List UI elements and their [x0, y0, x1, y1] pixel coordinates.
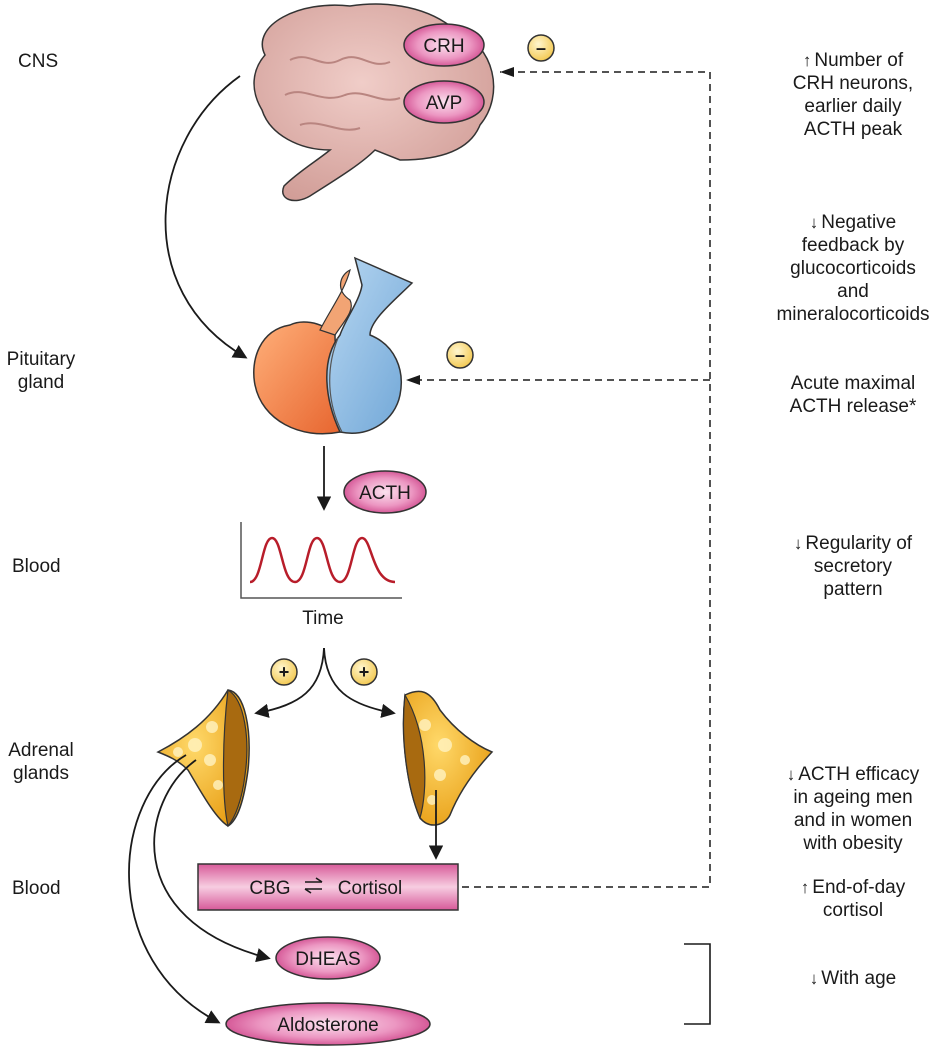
note-regularity: ↓Regularity of secretory pattern	[758, 532, 944, 601]
note-line: Negative	[821, 212, 897, 233]
feedback-arrow-to-cns	[500, 67, 514, 77]
label-cns: CNS	[18, 51, 59, 72]
acth-pulse-curve	[249, 536, 396, 584]
svg-text:+: +	[279, 662, 290, 682]
note-line: CRH neurons,	[792, 73, 914, 94]
adrenal-to-dheas-arrow	[153, 759, 271, 963]
stimulation-sign-right: +	[350, 658, 378, 686]
note-line: End-of-day	[812, 877, 906, 898]
acth-pulse-plot: Time	[240, 522, 402, 629]
note-line: Regularity of	[805, 533, 913, 554]
note-line: cortisol	[822, 900, 884, 921]
note-with-age: ↓With age	[758, 967, 944, 990]
label-blood-1: Blood	[12, 556, 61, 577]
acth-to-left-adrenal-arrow	[254, 647, 325, 718]
adrenal-to-aldosterone-arrow	[128, 754, 221, 1024]
binding-equilibrium-icon	[304, 877, 323, 894]
avp-label: AVP	[426, 93, 463, 114]
note-line: pattern	[823, 579, 883, 600]
note-line: ACTH efficacy	[798, 764, 920, 785]
down-arrow-icon: ↓	[793, 534, 803, 553]
note-line: Acute maximal	[790, 373, 916, 394]
down-arrow-icon: ↓	[809, 213, 819, 232]
note-line: Number of	[814, 50, 904, 71]
dheas-pill: DHEAS	[275, 936, 381, 980]
svg-text:–: –	[455, 345, 465, 365]
up-arrow-icon: ↑	[800, 878, 810, 897]
note-end-of-day-cortisol: ↑End-of-day cortisol	[758, 876, 944, 922]
note-line: in ageing men	[793, 787, 913, 808]
note-line: With age	[821, 968, 897, 989]
note-line: glucocorticoids	[790, 258, 916, 279]
negative-feedback-sign-pituitary: –	[446, 341, 474, 369]
dheas-label: DHEAS	[295, 949, 360, 970]
right-adrenal-illustration	[402, 690, 494, 826]
pituitary-illustration	[253, 256, 414, 435]
acth-pill: ACTH	[343, 470, 427, 514]
note-line: earlier daily	[804, 96, 902, 117]
label-adrenal-line2: glands	[13, 763, 69, 784]
note-line: ACTH peak	[803, 119, 903, 140]
acth-label: ACTH	[359, 483, 411, 504]
note-line: feedback by	[801, 235, 905, 256]
note-line: with obesity	[803, 833, 903, 854]
down-arrow-icon: ↓	[786, 765, 796, 784]
cbg-cortisol-box: CBG Cortisol	[197, 863, 459, 911]
up-arrow-icon: ↑	[802, 51, 812, 70]
cortisol-feedback-loop	[462, 71, 711, 888]
cns-to-pituitary-arrow	[164, 75, 248, 359]
svg-text:+: +	[359, 662, 370, 682]
time-label: Time	[302, 608, 344, 629]
label-adrenal-glands: Adrenal glands	[0, 739, 82, 785]
aldosterone-pill: Aldosterone	[225, 1002, 431, 1046]
note-acth-efficacy: ↓ACTH efficacy in ageing men and in wome…	[758, 763, 944, 855]
age-bracket	[684, 943, 711, 1025]
avp-pill: AVP	[403, 80, 485, 124]
cortisol-label: Cortisol	[338, 878, 402, 899]
crh-pill: CRH	[403, 23, 485, 67]
note-line: and in women	[793, 810, 913, 831]
negative-feedback-sign-cns: –	[527, 34, 555, 62]
left-adrenal-illustration	[156, 689, 250, 828]
label-blood-2: Blood	[12, 878, 61, 899]
label-pituitary-line1: Pituitary	[6, 349, 76, 370]
label-adrenal-line1: Adrenal	[8, 740, 74, 761]
note-line: secretory	[813, 556, 893, 577]
note-line: and	[837, 281, 869, 302]
acth-to-right-adrenal-arrow	[323, 647, 396, 718]
label-pituitary-gland: Pituitary gland	[0, 348, 82, 394]
svg-text:–: –	[536, 38, 546, 58]
note-negative-feedback: ↓Negative feedback by glucocorticoids an…	[760, 211, 944, 326]
stimulation-sign-left: +	[270, 658, 298, 686]
crh-label: CRH	[423, 36, 464, 57]
down-arrow-icon: ↓	[809, 969, 819, 988]
note-crh-neurons: ↑Number of CRH neurons, earlier daily AC…	[758, 49, 944, 141]
feedback-arrow-to-pituitary	[406, 375, 420, 385]
label-pituitary-line2: gland	[17, 372, 65, 393]
aldosterone-label: Aldosterone	[277, 1015, 378, 1036]
note-line: mineralocorticoids	[776, 304, 930, 325]
note-acute-acth: Acute maximal ACTH release*	[758, 372, 944, 418]
cbg-label: CBG	[249, 878, 290, 899]
note-line: ACTH release*	[789, 396, 917, 417]
